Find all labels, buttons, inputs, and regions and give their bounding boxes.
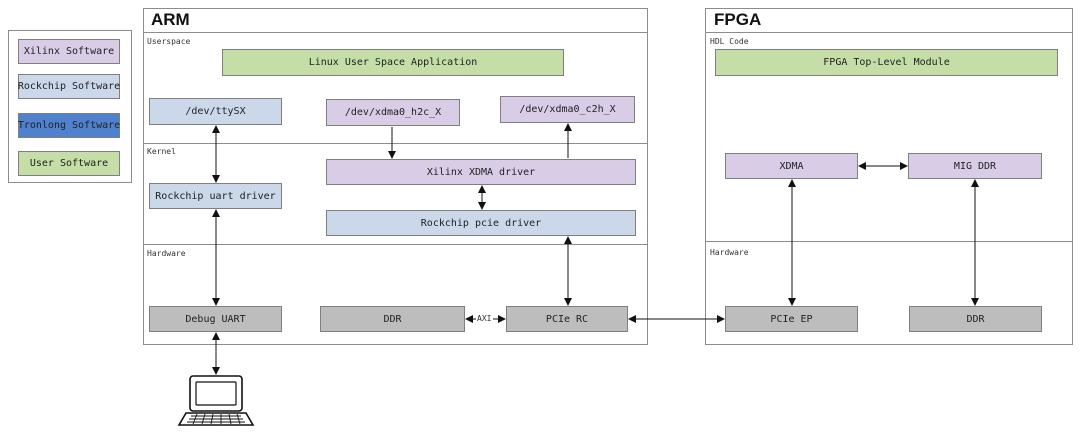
arm-kernel-label: Kernel — [147, 147, 176, 156]
debug-uart-box: Debug UART — [149, 306, 282, 332]
arm-title-divider — [143, 32, 648, 33]
arm-title: ARM — [151, 10, 190, 29]
arm-userspace-label: Userspace — [147, 37, 191, 46]
fpga-hardware-label: Hardware — [710, 248, 749, 257]
rockchip-uart-driver-box: Rockchip uart driver — [149, 183, 282, 209]
user-space-app-box: Linux User Space Application — [222, 49, 564, 76]
xilinx-xdma-driver-box: Xilinx XDMA driver — [326, 159, 636, 185]
axi-label: AXI — [477, 314, 492, 323]
fpga-hdl-label: HDL Code — [710, 37, 749, 46]
rockchip-pcie-driver-box: Rockchip pcie driver — [326, 210, 636, 236]
fpga-hardware-divider — [705, 241, 1073, 242]
legend-item-tronlong: Tronlong Software — [18, 113, 120, 138]
arm-kernel-divider — [143, 143, 648, 144]
pcie-ep-box: PCIe EP — [725, 306, 858, 332]
arm-hardware-label: Hardware — [147, 249, 186, 258]
fpga-title: FPGA — [714, 10, 762, 29]
arm-ddr-box: DDR — [320, 306, 465, 332]
arm-hardware-divider — [143, 244, 648, 245]
fpga-ddr-box: DDR — [909, 306, 1042, 332]
xdma-h2c-device-box: /dev/xdma0_h2c_X — [326, 99, 460, 126]
fpga-title-divider — [705, 32, 1073, 33]
legend-panel: Xilinx Software Rockchip Software Tronlo… — [8, 30, 132, 183]
legend-item-xilinx: Xilinx Software — [18, 39, 120, 64]
tty-device-box: /dev/ttySX — [149, 98, 282, 125]
pcie-rc-box: PCIe RC — [506, 306, 628, 332]
legend-item-user: User Software — [18, 151, 120, 176]
xdma-c2h-device-box: /dev/xdma0_c2h_X — [500, 96, 635, 123]
computer-icon — [177, 375, 255, 426]
mig-ddr-box: MIG DDR — [908, 153, 1042, 179]
fpga-xdma-box: XDMA — [725, 153, 858, 179]
legend-item-rockchip: Rockchip Software — [18, 74, 120, 99]
fpga-top-module-box: FPGA Top-Level Module — [715, 49, 1058, 76]
